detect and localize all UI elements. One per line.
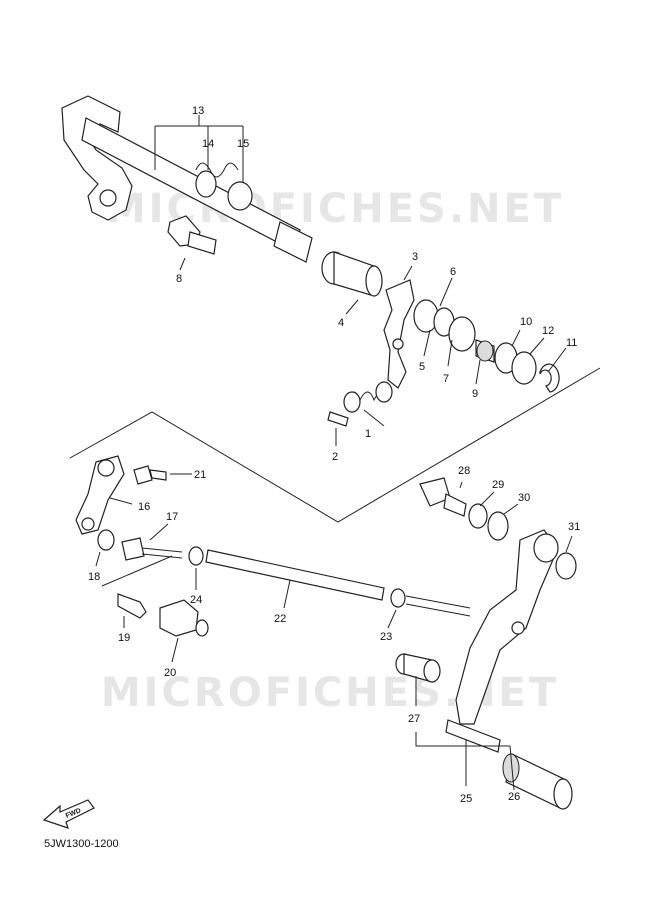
part-label-25: 25 [460, 793, 472, 805]
section-divider [69, 367, 601, 523]
part-label-18: 18 [88, 571, 100, 583]
part-label-17: 17 [166, 511, 178, 523]
part-label-2: 2 [332, 451, 338, 463]
part-label-29: 29 [492, 479, 504, 491]
part-label-7: 7 [443, 373, 449, 385]
part-label-23: 23 [380, 631, 392, 643]
part-label-9: 9 [472, 388, 478, 400]
part-label-11: 11 [566, 337, 577, 349]
shift-shaft-assembly [61, 95, 560, 427]
part-label-5: 5 [419, 361, 425, 373]
part-label-10: 10 [520, 316, 532, 328]
part-label-22: 22 [274, 613, 286, 625]
part-label-21: 21 [194, 469, 206, 481]
part-label-31: 31 [568, 521, 580, 533]
part-label-8: 8 [176, 273, 182, 285]
diagram-code: 5JW1300-1200 [44, 838, 119, 850]
part-label-30: 30 [518, 492, 530, 504]
shift-linkage-assembly [75, 455, 577, 810]
part-label-1: 1 [365, 428, 371, 440]
part-label-27: 27 [408, 713, 420, 725]
part-labels: 1 2 3 4 5 6 7 8 9 10 11 12 13 14 15 16 1… [88, 105, 580, 805]
part-label-12: 12 [542, 325, 554, 337]
part-label-6: 6 [450, 266, 456, 278]
fwd-arrow-icon: FWD [42, 799, 95, 829]
part-label-3: 3 [412, 251, 418, 263]
part-label-14: 14 [202, 138, 214, 150]
part-label-19: 19 [118, 632, 130, 644]
part-label-13: 13 [192, 105, 204, 117]
part-label-24: 24 [190, 594, 202, 606]
part-label-28: 28 [458, 465, 470, 477]
part-label-26: 26 [508, 791, 520, 803]
part-label-20: 20 [164, 667, 176, 679]
part-label-15: 15 [237, 138, 249, 150]
part-label-4: 4 [338, 317, 344, 329]
leader-lines [95, 115, 573, 791]
part-label-16: 16 [138, 501, 150, 513]
